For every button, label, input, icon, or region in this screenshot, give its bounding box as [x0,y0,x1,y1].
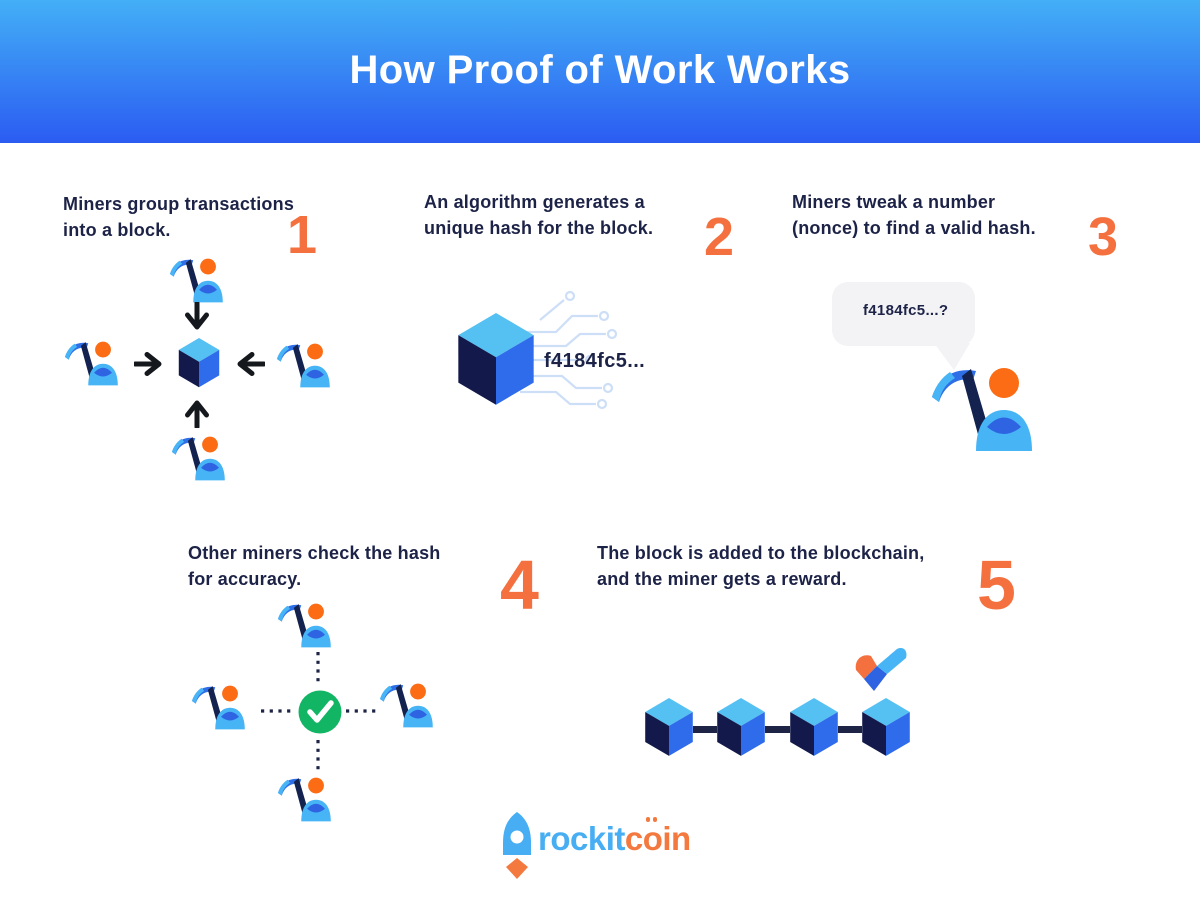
miner-icon [277,343,330,388]
step-2-caption: An algorithm generates a unique hash for… [424,189,653,241]
arrow-right-icon [135,355,159,374]
step-4-number: 4 [500,546,539,624]
step-1-number: 1 [287,205,318,265]
step-3-caption: Miners tweak a number (nonce) to find a … [792,189,1036,241]
step-4-caption: Other miners check the hash for accuracy… [188,540,441,592]
arrow-down-icon [188,303,207,327]
logo-o-dot-icon [645,817,651,822]
block-hash-label: f4184fc5... [544,350,646,372]
step-4-diagram [192,603,433,822]
step-5-caption-line2: and the miner gets a reward. [597,569,847,589]
step-5-caption: The block is added to the blockchain, an… [597,540,924,592]
step-2-caption-line1: An algorithm generates a [424,192,645,212]
step-5-caption-line1: The block is added to the blockchain, [597,543,925,563]
step-4-caption-line1: Other miners check the hash [188,543,441,563]
page-title: How Proof of Work Works [349,48,851,92]
step-4-caption-line2: for accuracy. [188,569,302,589]
logo-text-coin-word: coin [624,820,691,857]
arrow-left-icon [240,355,264,374]
miner-icon [65,341,118,386]
miner-icon [932,368,1032,451]
step-1-caption-line1: Miners group transactions [63,194,295,214]
brand-logo: rockit coin [538,817,691,858]
bubble-hash-label: f4184fc5...? [863,302,949,319]
reward-check-icon [855,648,907,691]
miner-icon [172,436,225,481]
step-2-diagram [458,290,618,410]
miner-icon [380,683,433,728]
step-1-diagram [65,258,330,481]
logo-text-rockit: rockit [538,820,625,857]
step-1-caption: Miners group transactions into a block. [63,191,294,243]
arrow-up-icon [188,403,207,427]
logo-text-coin: coin [624,817,691,858]
step-3-diagram [832,282,1032,451]
dotted-links [261,652,378,772]
miner-icon [278,777,331,822]
miner-icon [192,685,245,730]
step-3-caption-line1: Miners tweak a number [792,192,996,212]
blockchain-chain-icon [645,698,910,756]
miner-icon [278,603,331,648]
miner-icon [170,258,223,303]
header-banner: How Proof of Work Works [0,0,1200,143]
step-5-diagram [645,648,910,756]
rocket-icon [503,812,531,879]
logo-o-dot-icon [652,817,658,822]
step-3-number: 3 [1088,207,1119,267]
step-5-number: 5 [977,546,1016,624]
block-cube-icon [178,338,220,388]
speech-bubble-icon [832,282,975,370]
step-2-caption-line2: unique hash for the block. [424,218,654,238]
check-circle-icon [298,690,342,734]
step-2-number: 2 [704,207,735,267]
step-1-caption-line2: into a block. [63,220,171,240]
circuit-traces-icon [520,290,618,410]
step-3-caption-line2: (nonce) to find a valid hash. [792,218,1036,238]
